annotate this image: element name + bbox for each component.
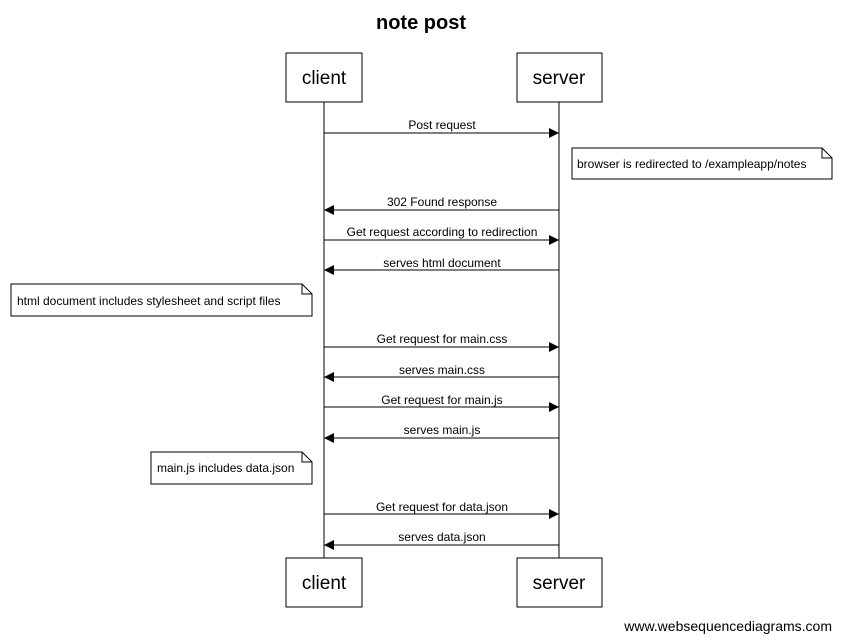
actor-client-top: client bbox=[285, 52, 363, 103]
message-get-redirection: Get request according to redirection bbox=[324, 225, 559, 245]
actor-label-server: server bbox=[533, 68, 586, 89]
message-serves-html: serves html document bbox=[324, 256, 559, 275]
actor-server-top: server bbox=[516, 52, 603, 103]
message-label: serves html document bbox=[383, 256, 501, 270]
message-label: Get request for main.js bbox=[381, 393, 502, 407]
message-get-main-js: Get request for main.js bbox=[324, 393, 559, 412]
message-serves-main-js: serves main.js bbox=[324, 423, 559, 443]
message-get-main-css: Get request for main.css bbox=[324, 332, 559, 352]
message-post-request: Post request bbox=[324, 118, 559, 138]
message-label: Get request for main.css bbox=[377, 332, 508, 346]
note-text: browser is redirected to /exampleapp/not… bbox=[577, 157, 806, 171]
note-mainjs-includes: main.js includes data.json bbox=[150, 451, 313, 485]
message-label: 302 Found response bbox=[387, 195, 497, 209]
message-label: serves data.json bbox=[398, 530, 485, 544]
message-serves-main-css: serves main.css bbox=[324, 363, 559, 382]
message-label: serves main.js bbox=[404, 423, 481, 437]
diagram-title: note post bbox=[376, 12, 466, 34]
note-fold-icon bbox=[301, 452, 312, 463]
note-text: main.js includes data.json bbox=[157, 461, 294, 475]
note-html-includes: html document includes stylesheet and sc… bbox=[10, 283, 313, 317]
message-serves-data-json: serves data.json bbox=[324, 530, 559, 550]
actor-client-bottom: client bbox=[285, 557, 363, 608]
footer-credit: www.websequencediagrams.com bbox=[623, 618, 832, 634]
message-get-data-json: Get request for data.json bbox=[324, 500, 559, 519]
message-label: serves main.css bbox=[399, 363, 485, 377]
note-fold-icon bbox=[821, 148, 832, 159]
message-302-found: 302 Found response bbox=[324, 195, 559, 215]
message-label: Post request bbox=[408, 118, 476, 132]
note-text: html document includes stylesheet and sc… bbox=[17, 294, 280, 308]
actor-label-client: client bbox=[302, 68, 347, 89]
note-fold-icon bbox=[301, 284, 312, 295]
note-redirect: browser is redirected to /exampleapp/not… bbox=[571, 147, 833, 180]
actor-server-bottom: server bbox=[516, 557, 603, 608]
message-label: Get request according to redirection bbox=[347, 225, 538, 239]
message-label: Get request for data.json bbox=[376, 500, 508, 514]
actor-label-server: server bbox=[533, 573, 586, 594]
actor-label-client: client bbox=[302, 573, 347, 594]
